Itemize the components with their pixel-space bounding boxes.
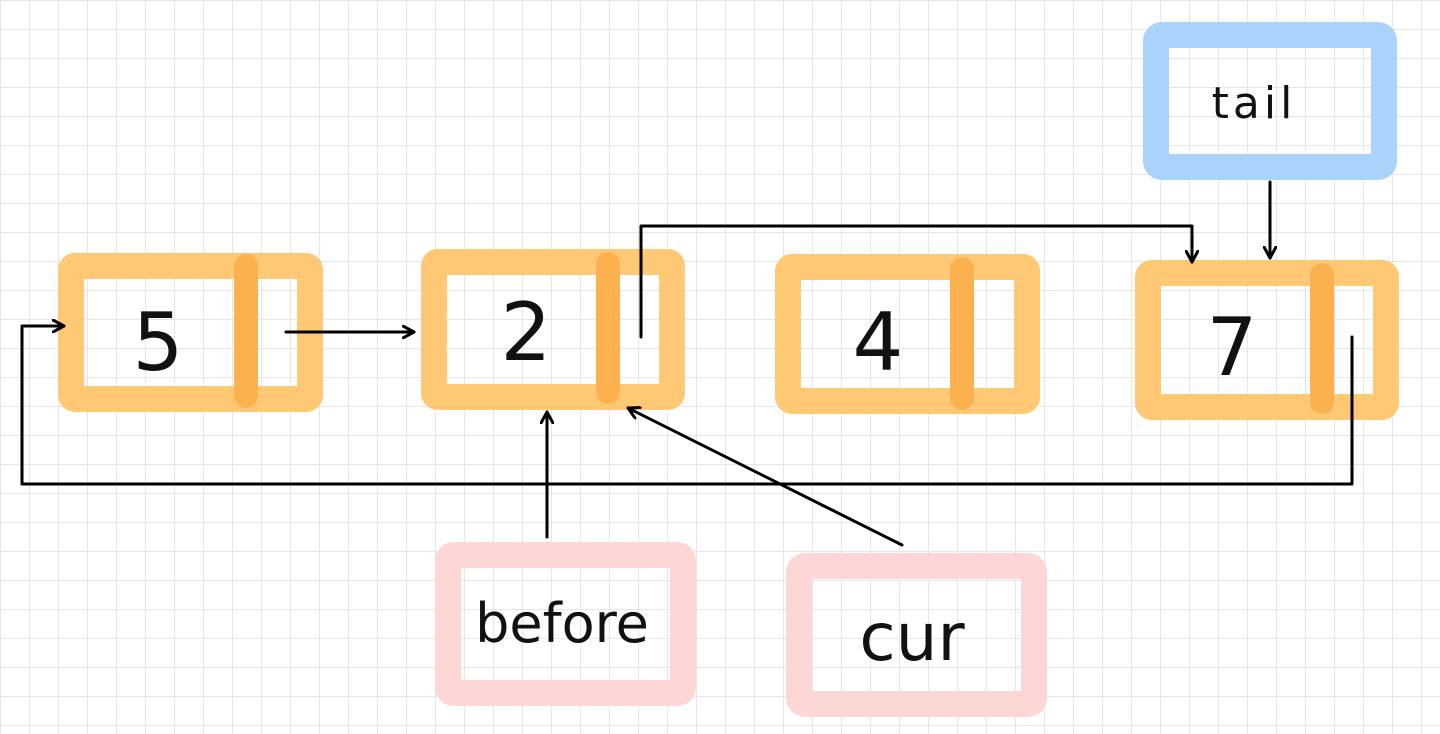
node-2: 2: [421, 249, 685, 410]
before-label: before: [475, 592, 649, 655]
before-box: [435, 542, 696, 706]
tail-label: tail: [1212, 78, 1297, 129]
arrow-cur-to-2: [626, 408, 904, 547]
node-7-value: 7: [1207, 301, 1258, 394]
node-5-box: [58, 253, 323, 412]
node-7: 7: [1135, 260, 1399, 420]
node-5-value: 5: [133, 296, 184, 389]
node-2-value: 2: [501, 286, 552, 379]
tail-box: [1143, 22, 1397, 180]
node-4-value: 4: [853, 296, 904, 389]
before-pointer: before: [435, 542, 696, 706]
cur-pointer: cur: [786, 553, 1047, 717]
node-4: 4: [775, 254, 1040, 414]
arrow-7-to-5-loop: [20, 326, 1354, 486]
node-7-box: [1135, 260, 1399, 420]
node-2-box: [421, 249, 685, 410]
node-5: 5: [58, 253, 323, 412]
arrow-2-to-7: [639, 224, 1192, 339]
tail-pointer: tail: [1143, 22, 1397, 180]
node-4-box: [775, 254, 1040, 414]
cur-box: [786, 553, 1047, 717]
cur-label: cur: [859, 599, 965, 676]
